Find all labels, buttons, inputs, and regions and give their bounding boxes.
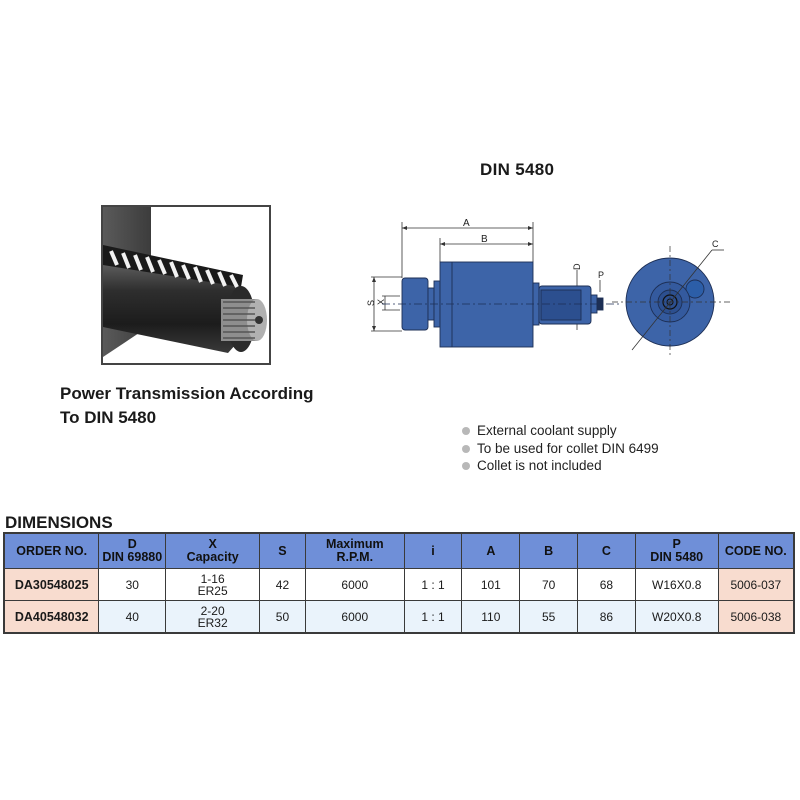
tool-body — [401, 261, 604, 348]
code-no-cell: 5006-038 — [717, 600, 795, 634]
b-cell: 55 — [519, 600, 579, 634]
label-s: S — [366, 300, 376, 306]
feature-list: External coolant supply To be used for c… — [462, 422, 659, 475]
diagram-title: DIN 5480 — [480, 160, 555, 179]
label-p: P — [598, 270, 604, 280]
i-cell: 1 : 1 — [403, 568, 463, 601]
caption-line-2: To DIN 5480 — [60, 408, 157, 427]
side-view-drawing: A B D P S X — [366, 218, 622, 348]
label-b: B — [481, 234, 488, 245]
dimension-arrows — [372, 226, 533, 331]
end-view-drawing: C — [612, 239, 732, 358]
code-no-cell: 5006-037 — [717, 568, 795, 601]
d-cell: 30 — [98, 568, 167, 601]
dimension-lines — [371, 222, 601, 332]
header-c: C — [577, 532, 636, 569]
header-a: A — [461, 532, 521, 569]
gear-rack-teeth — [103, 245, 243, 288]
feature-item: Collet is not included — [462, 457, 659, 475]
header-i: i — [403, 532, 463, 569]
rpm-cell: 6000 — [304, 568, 405, 601]
header-s: S — [259, 532, 306, 569]
s-cell: 50 — [259, 600, 306, 634]
feature-item: To be used for collet DIN 6499 — [462, 440, 659, 458]
c-cell: 86 — [577, 600, 636, 634]
order-no-cell: DA30548025 — [3, 568, 100, 601]
photo-caption: Power Transmission According To DIN 5480 — [60, 382, 314, 430]
rpm-cell: 6000 — [304, 600, 405, 634]
splined-shaft-illustration — [103, 207, 269, 363]
b-cell: 70 — [519, 568, 579, 601]
dimension-line-c — [631, 249, 713, 351]
feature-item: External coolant supply — [462, 422, 659, 440]
order-no-cell: DA40548032 — [3, 600, 100, 634]
p-cell: W16X0.8 — [634, 568, 719, 601]
label-c: C — [712, 239, 719, 249]
a-cell: 110 — [461, 600, 521, 634]
label-a: A — [463, 218, 470, 229]
caption-line-1: Power Transmission According — [60, 384, 314, 403]
coolant-port — [685, 279, 705, 299]
d-cell: 40 — [98, 600, 167, 634]
s-cell: 42 — [259, 568, 306, 601]
i-cell: 1 : 1 — [403, 600, 463, 634]
header-code-no: CODE NO. — [717, 532, 795, 569]
a-cell: 101 — [461, 568, 521, 601]
p-cell: W20X0.8 — [634, 600, 719, 634]
shaft-photo — [101, 205, 271, 365]
label-d: D — [572, 263, 582, 270]
c-cell: 68 — [577, 568, 636, 601]
label-x: X — [376, 299, 386, 305]
header-order-no: ORDER NO. — [3, 532, 100, 569]
spline-end — [221, 299, 267, 341]
dimensions-title: DIMENSIONS — [5, 513, 113, 532]
header-b: B — [519, 532, 579, 569]
